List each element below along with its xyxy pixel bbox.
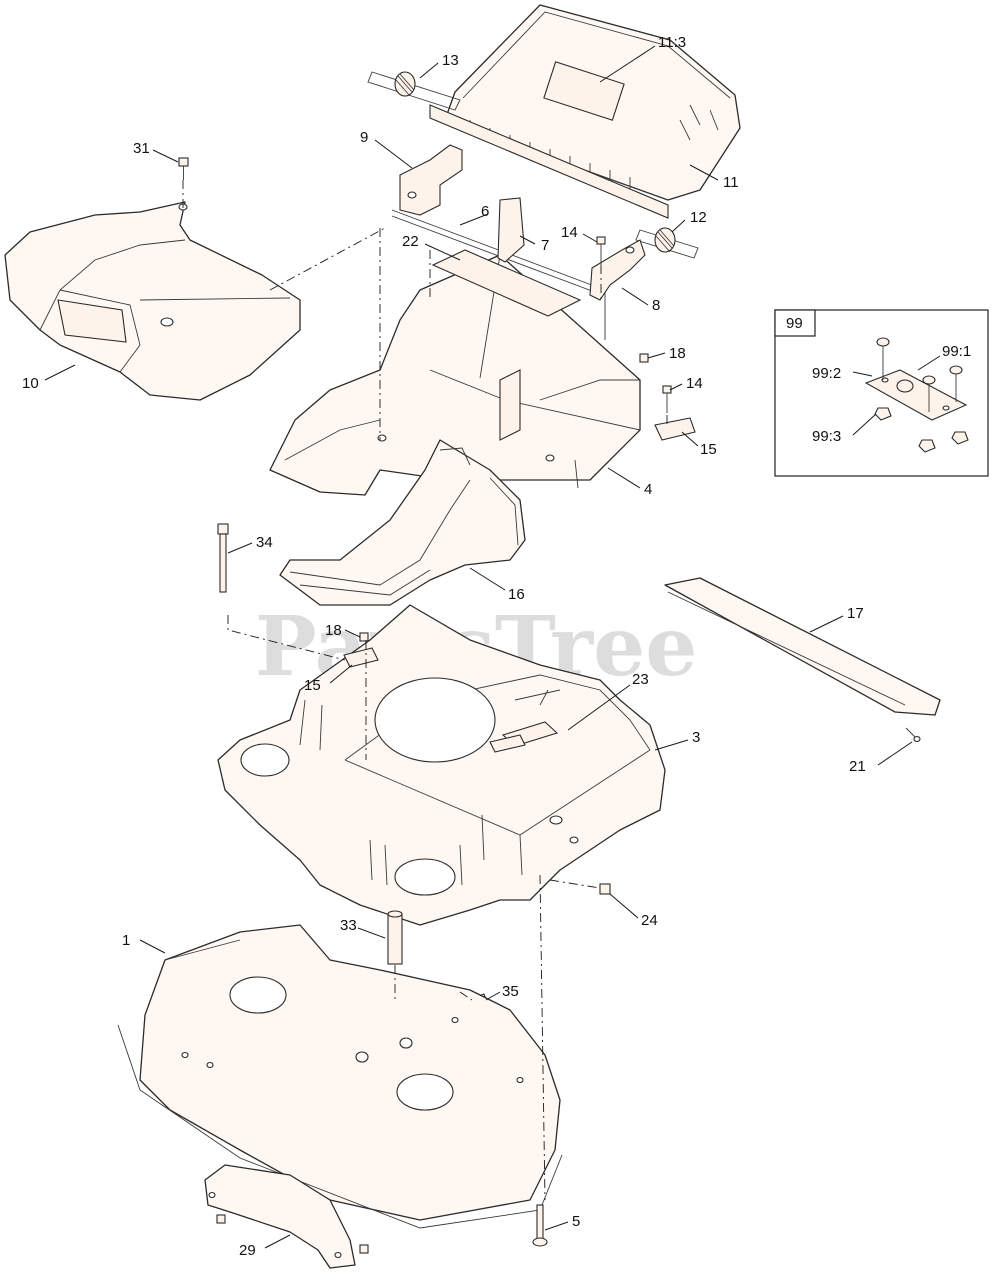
part-34-bolt[interactable]: [217, 523, 229, 593]
part-1-belt-cover[interactable]: [117, 924, 563, 1229]
callout-12[interactable]: 12: [690, 209, 707, 226]
part-15-clip-upper[interactable]: [654, 417, 696, 441]
callout-11-3[interactable]: 11:3: [658, 34, 686, 51]
callout-31[interactable]: 31: [133, 140, 150, 157]
callout-15-upper[interactable]: 15: [700, 441, 717, 458]
callout-99-1[interactable]: 99:1: [942, 343, 971, 360]
callout-18-upper[interactable]: 18: [669, 345, 686, 362]
part-5-bolt[interactable]: [532, 1204, 548, 1247]
part-18-nut-lower[interactable]: [359, 632, 369, 642]
callout-29[interactable]: 29: [239, 1242, 256, 1259]
part-14-bolt-upper[interactable]: [596, 236, 606, 265]
assembly-lines: [182, 180, 668, 1201]
part-31-bolt[interactable]: [178, 157, 189, 180]
callout-99-3[interactable]: 99:3: [812, 428, 841, 445]
part-99-1-plate[interactable]: [864, 369, 968, 421]
callout-1[interactable]: 1: [122, 932, 130, 949]
part-12-spring[interactable]: [635, 227, 699, 259]
part-14-bolt-right[interactable]: [662, 385, 672, 413]
part-3-frame[interactable]: [217, 604, 666, 926]
leader-lines: [44, 45, 913, 1249]
part-29-bracket[interactable]: [204, 1164, 369, 1269]
part-15-clip-lower[interactable]: [343, 647, 379, 668]
callout-3[interactable]: 3: [692, 729, 700, 746]
part-13-spring[interactable]: [367, 71, 461, 111]
part-16-chute[interactable]: [279, 439, 526, 606]
callout-11[interactable]: 11: [723, 174, 739, 191]
callout-10[interactable]: 10: [22, 375, 39, 392]
callout-5[interactable]: 5: [572, 1213, 580, 1230]
part-99-3-nuts[interactable]: [874, 407, 969, 453]
part-8-bracket[interactable]: [589, 239, 646, 301]
callout-99-2[interactable]: 99:2: [812, 365, 841, 382]
callout-35[interactable]: 35: [502, 983, 519, 1000]
callout-22[interactable]: 22: [402, 233, 419, 250]
callout-18-lower[interactable]: 18: [325, 622, 342, 639]
part-7-handle[interactable]: [497, 197, 525, 263]
callout-7[interactable]: 7: [541, 237, 549, 254]
part-9-bracket[interactable]: [399, 144, 463, 216]
callout-6[interactable]: 6: [481, 203, 489, 220]
callout-8[interactable]: 8: [652, 297, 660, 314]
callout-14-right[interactable]: 14: [686, 375, 703, 392]
part-10-rear-body[interactable]: [4, 201, 301, 401]
part-99-2-bolts[interactable]: [876, 337, 963, 412]
callout-24[interactable]: 24: [641, 912, 658, 929]
callout-4[interactable]: 4: [644, 481, 652, 498]
part-18-nut-upper[interactable]: [639, 353, 649, 363]
inset-99-label: 99: [786, 315, 803, 332]
part-21-screw[interactable]: [905, 727, 921, 743]
callout-15-lower[interactable]: 15: [304, 677, 321, 694]
callout-14-upper[interactable]: 14: [561, 224, 578, 241]
callout-34[interactable]: 34: [256, 534, 273, 551]
part-24-nut[interactable]: [599, 883, 611, 895]
callout-33[interactable]: 33: [340, 917, 357, 934]
callout-17[interactable]: 17: [847, 605, 864, 622]
part-17-rail[interactable]: [664, 577, 941, 716]
inset-99: 99 99:1 99:2 99:3: [774, 309, 989, 477]
part-22-decal[interactable]: [431, 249, 582, 317]
callouts: 13 11:3 9 31 11 12 6 7 22 14 8 18 14 15 …: [22, 34, 866, 1259]
callout-9[interactable]: 9: [360, 129, 368, 146]
callout-21[interactable]: 21: [849, 758, 866, 775]
callout-23[interactable]: 23: [632, 671, 649, 688]
part-11-seat-pan[interactable]: [429, 4, 741, 219]
part-33-spacer[interactable]: [387, 910, 403, 965]
callout-16[interactable]: 16: [508, 586, 525, 603]
callout-13[interactable]: 13: [442, 52, 459, 69]
